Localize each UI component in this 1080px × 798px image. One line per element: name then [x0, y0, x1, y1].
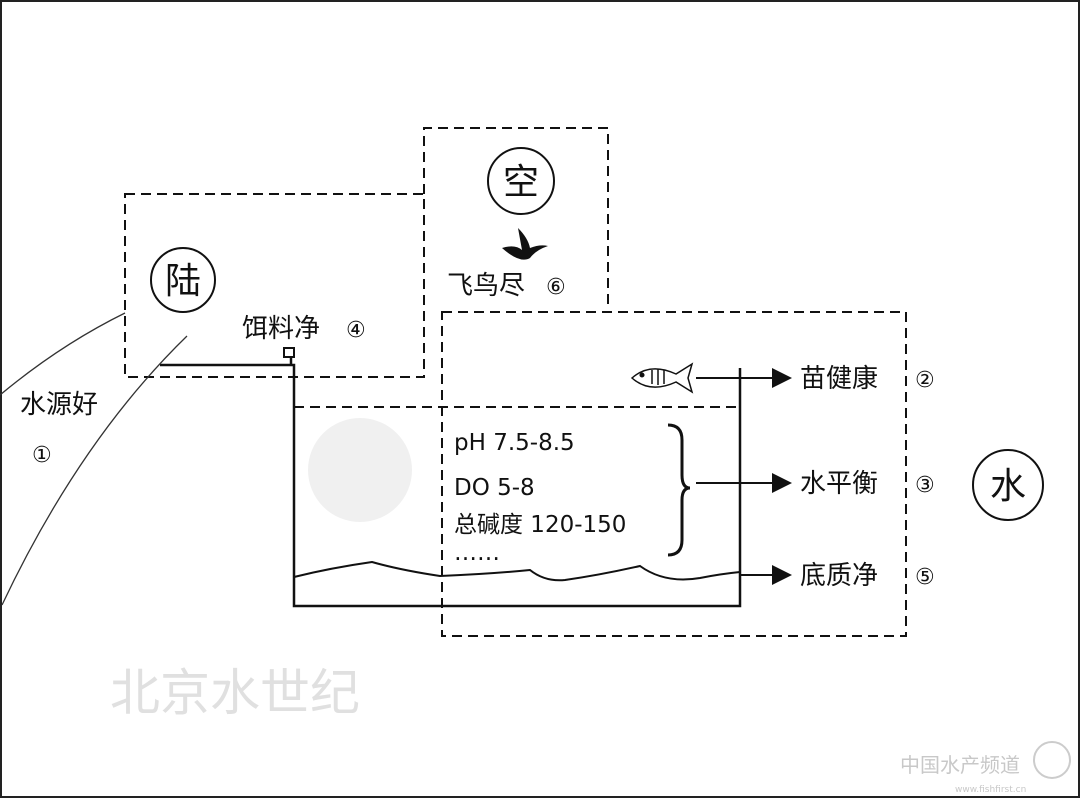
substrate-label: 底质净: [800, 561, 878, 591]
param-do: DO 5-8: [454, 475, 535, 501]
water-balance-num: ③: [915, 473, 935, 498]
sky-char: 空: [503, 162, 539, 203]
corner-watermark: 中国水产频道 www.fishfirst.cn: [900, 741, 1071, 795]
pond: [160, 363, 742, 608]
water-char: 水: [990, 466, 1026, 507]
sky-circle: [487, 147, 555, 215]
land-char: 陆: [165, 261, 201, 302]
land-circle: [150, 247, 216, 313]
water-circle: [972, 449, 1044, 521]
brace: [667, 423, 691, 557]
birds-label: 飞鸟尽: [447, 271, 525, 301]
feed-num: ④: [346, 318, 366, 343]
land-zone: [124, 193, 425, 378]
substrate-num: ⑤: [915, 565, 935, 590]
svg-text:北京水世纪: 北京水世纪: [110, 664, 360, 722]
seedling-num: ②: [915, 368, 935, 393]
seedling-label: 苗健康: [800, 364, 878, 394]
center-watermark: 北京水世纪: [110, 418, 412, 722]
birds-num: ⑥: [546, 275, 566, 300]
svg-text:中国水产频道: 中国水产频道: [900, 753, 1020, 777]
substrate-line: [293, 560, 741, 582]
water-balance-label: 水平衡: [800, 469, 878, 499]
param-alkalinity: 总碱度 120-150: [454, 512, 626, 538]
water-source-curves: [0, 312, 188, 606]
fish-icon: [630, 362, 694, 394]
bird-icon: [502, 228, 548, 260]
feed-label: 饵料净: [242, 314, 320, 344]
feed-inlet: [283, 347, 295, 358]
water-zone: [441, 311, 907, 637]
sky-zone: [423, 127, 609, 310]
param-ph: pH 7.5-8.5: [454, 430, 575, 456]
water-source-label: 水源好: [20, 390, 98, 420]
svg-text:www.fishfirst.cn: www.fishfirst.cn: [955, 785, 1026, 795]
water-source-num: ①: [32, 443, 52, 468]
param-more: ……: [454, 540, 500, 566]
